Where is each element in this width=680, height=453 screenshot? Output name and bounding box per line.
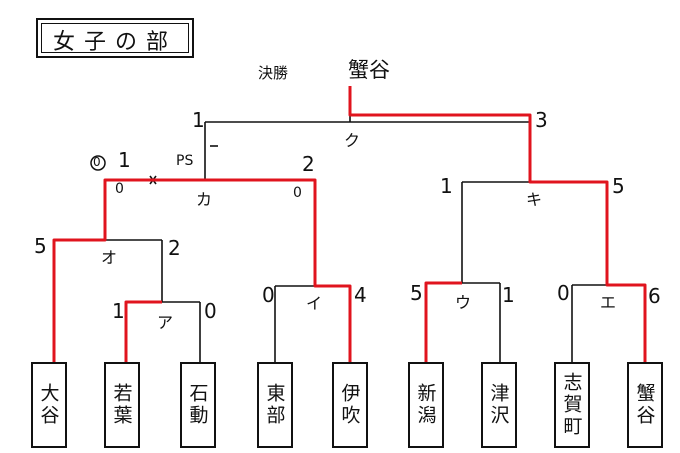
match-label-e: エ [600,293,617,312]
score-ka-ps: PS [176,153,194,169]
team-box: 伊吹 [332,362,368,448]
team-name: 大谷 [37,383,60,427]
match-label-a: ア [157,313,174,332]
score-ki-right: 5 [612,174,625,198]
team-box: 石動 [180,362,216,448]
team-name: 若葉 [110,383,133,427]
team-box: 大谷 [31,362,67,448]
champion-label: 蟹谷 [348,58,390,82]
score-final-right: 3 [535,108,548,132]
team-name: 伊吹 [338,383,361,427]
match-label-o: オ [101,248,118,267]
score-o-left: 5 [34,234,47,258]
score-ka-left-pk: 0 [93,155,101,169]
score-ki-left: 1 [440,174,453,198]
team-name: 志賀町 [560,372,583,438]
match-label-i: イ [306,294,323,313]
score-o-right: 2 [168,236,181,260]
team-name: 石動 [186,383,209,427]
team-box: 蟹谷 [627,362,663,448]
score-final-left: 1 [192,108,205,132]
score-ka-right-pk: 0 [293,185,302,201]
score-a-left: 1 [112,299,125,323]
team-name: 津沢 [487,383,510,427]
page-title: 女子の部 [52,30,177,55]
team-name: 蟹谷 [633,383,656,427]
match-label-k: ク [344,131,361,150]
team-box: 若葉 [104,362,140,448]
team-box: 東部 [257,362,293,448]
match-label-u: ウ [455,293,472,312]
final-label: 決勝 [258,64,289,82]
score-ka-left: 1 [118,148,131,172]
team-box: 津沢 [481,362,517,448]
match-label-ki: キ [526,190,543,209]
pk-circle [90,155,106,171]
score-ka-right: 2 [302,152,315,176]
score-i-right: 4 [354,283,367,307]
team-box: 志賀町 [554,362,590,448]
score-e-left: 0 [557,281,570,305]
score-ka-left-sub: 0 [115,181,124,197]
match-label-ka: カ [196,190,213,209]
score-u-right: 1 [502,283,515,307]
score-a-right: 0 [204,299,217,323]
team-name: 東部 [263,383,286,427]
score-e-right: 6 [648,284,661,308]
winner-path [52,86,647,362]
title-box: 女子の部 [36,18,194,58]
team-name: 新潟 [414,383,437,427]
team-box: 新潟 [408,362,444,448]
score-i-left: 0 [262,283,275,307]
score-u-left: 5 [410,281,423,305]
